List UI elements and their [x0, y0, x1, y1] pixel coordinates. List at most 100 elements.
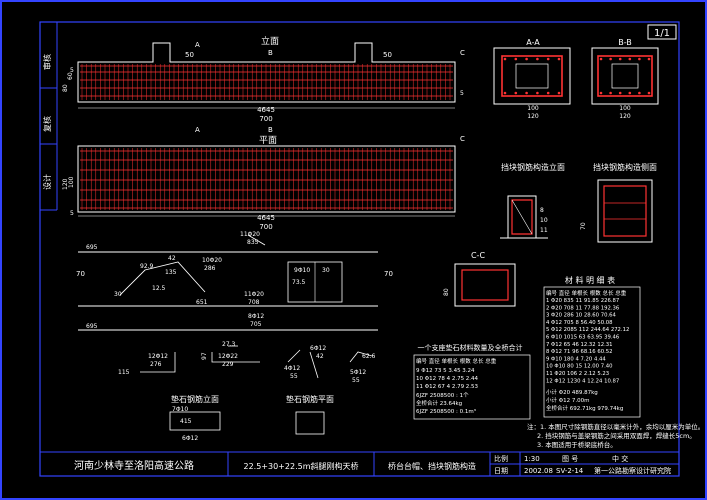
pad-rebar-elev-title: 垫石钢筋立面 [171, 394, 219, 404]
rebar-dim-30: 30 [114, 291, 122, 298]
rebar-dim-651: 651 [196, 299, 208, 306]
figno-label: 图 号 [562, 455, 578, 463]
note-3: 3. 本图适用于桥梁底桥台。 [537, 440, 617, 449]
pad-table-row-1: 9 Φ12 73 5 3.45 3.24 [416, 368, 475, 374]
section-bb-dim-120: 120 [619, 113, 631, 120]
pad-table-title: 一个支座垫石材料数量及全桥合计 [418, 343, 523, 352]
material-table-row: 7 Φ12 65 46 12.32 12.31 [546, 342, 613, 348]
padplan-label-5phi12: 5Φ12 [350, 369, 366, 376]
padplan-label-6phi12: 6Φ12 [310, 345, 326, 352]
padplan-dim-55-b: 55 [352, 377, 360, 384]
elevation-dim-80: 80 [62, 84, 69, 92]
page-box [647, 24, 677, 40]
rebar-label-8phi12: 8Φ12 [248, 313, 264, 320]
elevation-dim-50-right: 50 [383, 51, 392, 59]
rebar-dim-92-9: 92.9 [140, 263, 154, 270]
section-bb [591, 47, 659, 105]
padplan-dim-42: 42 [316, 353, 324, 360]
pad-table-header: 编号 直径 单根长 根数 总长 总重 [416, 357, 497, 365]
plan-view [77, 145, 456, 213]
elevation-mark-c: C [460, 49, 465, 57]
note-1: 注：1. 本图尺寸除钢筋直径以毫米计外，余均以厘米为单位。 [527, 422, 704, 431]
rebar-dim-708: 708 [248, 299, 260, 306]
pad-table-total-3: 6JZF 2508500 : 0.1m³ [416, 408, 476, 415]
material-table-row: 12 Φ12 1230 4 12.24 10.87 [546, 378, 619, 384]
rebar-label-10phi20: 10Φ20 [202, 257, 222, 264]
scale-value: 1:30 [524, 455, 540, 463]
plan-title: 平面 [259, 135, 277, 146]
block-elev-title: 挡块钢筋构造立面 [501, 162, 565, 172]
pad-table-total-2: 全桥合计 23.64kg [416, 399, 462, 407]
rebar-label-9phi10: 9Φ10 [294, 267, 310, 274]
pad-dim-276: 276 [150, 361, 162, 368]
rebar-label-11phi20-b: 11Φ20 [244, 291, 264, 298]
plan-rebar-grid [80, 148, 453, 210]
material-table-row: 11 Φ20 106 2 2.12 5.23 [546, 371, 609, 377]
pad-dim-27-3: 27.3 [222, 341, 236, 348]
elevation-dim-4645: 4645 [257, 106, 275, 114]
note-2: 2. 挡块钢筋与盖梁钢筋之间采用双面焊，焊缝长5cm。 [537, 431, 696, 440]
block-elev-dim-10: 10 [540, 217, 548, 224]
pad-dim-229: 229 [222, 361, 234, 368]
block-elev-dim-11: 11 [540, 227, 548, 234]
material-table-row: 4 Φ12 705 8 56.40 50.08 [546, 320, 613, 326]
rebar-dim-42: 42 [168, 255, 176, 262]
rebar-dim-835: 835 [247, 239, 259, 246]
rebar-dim-70-left: 70 [76, 270, 85, 278]
plan-mark-b: B [268, 126, 273, 134]
section-aa-dim-120: 120 [527, 113, 539, 120]
material-subtotal-3: 全桥合计 692.71kg 979.74kg [546, 404, 623, 412]
plan-dim-700: 700 [259, 223, 272, 231]
drawing-title: 桥台台帽、挡块钢筋构造 [388, 461, 476, 471]
plan-dim-100: 100 [68, 176, 75, 188]
pad-label-12phi22: 12Φ22 [218, 353, 238, 360]
elevation-mark-a: A [195, 41, 200, 49]
pad-dim-415: 415 [180, 418, 192, 425]
side-label-design: 设计 [42, 174, 52, 190]
page-number: 1/1 [654, 28, 670, 39]
padplan-label-4phi12: 4Φ12 [284, 365, 300, 372]
elevation-title: 立面 [261, 35, 279, 47]
material-table-row: 9 Φ10 180 4 7.20 4.44 [546, 356, 606, 362]
elevation-dim-60: 60 [67, 72, 74, 80]
material-table-row: 2 Φ20 708 11 77.88 192.36 [546, 305, 620, 311]
section-aa-dim-100: 100 [527, 105, 539, 112]
section-aa-title: A-A [526, 38, 540, 47]
project-name: 河南少林寺至洛阳高速公路 [74, 459, 194, 472]
pad-rebar-sketches [140, 345, 373, 435]
pad-label-12phi12: 12Φ12 [148, 353, 168, 360]
padplan-dim-55: 55 [290, 373, 298, 380]
padplan-dim-62-6: 62.6 [362, 353, 376, 360]
bridge-name: 22.5+30+22.5m斜腿刚构天桥 [243, 461, 358, 471]
figno-value: 中 交 [612, 454, 628, 463]
pad-table-row-3: 11 Φ12 67 4 2.79 2.53 [416, 384, 479, 390]
pad-label-7phi10: 7Φ10 [172, 406, 188, 413]
rebar-dim-70-right: 70 [384, 270, 393, 278]
plan-mark-a: A [195, 126, 200, 134]
plan-dim-120: 120 [62, 178, 69, 190]
block-side-title: 挡块钢筋构造侧面 [593, 162, 657, 172]
pad-rebar-plan-title: 垫石钢筋平面 [286, 394, 334, 404]
material-subtotal-2: 小计 Φ12 7.00m [546, 396, 589, 404]
section-bb-title: B-B [618, 38, 632, 47]
material-table-row: 3 Φ20 286 10 28.60 70.64 [546, 313, 617, 319]
plan-mark-c: C [460, 135, 465, 143]
rebar-details [78, 234, 378, 331]
rebar-dim-30-box: 30 [322, 267, 330, 274]
rebar-dim-135: 135 [165, 269, 177, 276]
section-cc-dim-80: 80 [443, 288, 450, 296]
material-table-row: 1 Φ20 835 11 91.85 226.87 [546, 298, 619, 304]
rebar-dim-73-5: 73.5 [292, 279, 306, 286]
scale-label: 比例 [494, 454, 508, 463]
date-label: 日期 [494, 467, 508, 475]
elevation-rebar-grid [80, 64, 453, 100]
pad-label-6phi12: 6Φ12 [182, 435, 198, 442]
material-table-row: 6 Φ10 1015 63 63.95 39.46 [546, 335, 620, 341]
elevation-dim-700: 700 [259, 115, 272, 123]
material-table-frame [543, 286, 641, 418]
rebar-label-11phi20: 11Φ20 [240, 231, 260, 238]
elevation-dim-50-left: 50 [185, 51, 194, 59]
block-elevation [500, 195, 548, 239]
pad-table-total-1: 6JZF 2508500 : 1个 [416, 392, 469, 399]
